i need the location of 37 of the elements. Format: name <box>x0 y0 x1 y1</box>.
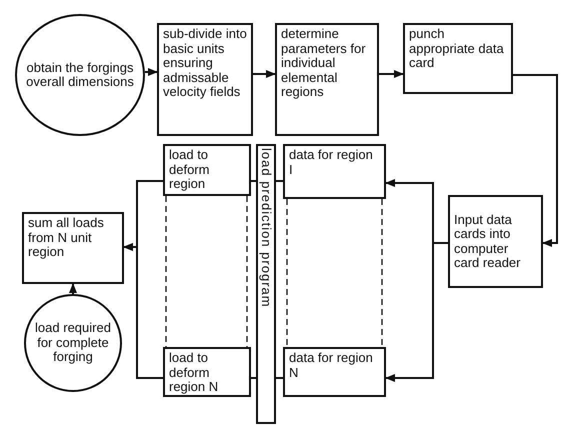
step-text: data for region N <box>289 350 373 380</box>
step-text: punch appropriate data card <box>409 26 504 70</box>
connector-line <box>251 377 256 379</box>
dashed-line <box>381 199 383 347</box>
arrow <box>69 283 77 294</box>
step-text: sub-divide into basic units ensuring admissable velocity fields <box>163 26 247 99</box>
step-text: sum all loads from N unit region <box>28 215 104 259</box>
step-text: load to deform region <box>169 147 210 191</box>
connector-line <box>276 180 283 182</box>
step-text: load required for complete forging <box>34 321 112 365</box>
arrow <box>513 74 558 247</box>
process-box <box>22 212 124 284</box>
connector-line <box>276 377 283 379</box>
step-text: Input data cards into computer card reader <box>454 212 522 270</box>
arrow <box>144 68 158 76</box>
program-bar <box>256 144 276 424</box>
dashed-line <box>286 199 288 347</box>
dashed-line <box>246 196 248 347</box>
process-box <box>275 23 379 136</box>
arrow <box>253 70 276 78</box>
process-box <box>163 347 251 397</box>
step-text: load to deform region N <box>169 350 218 394</box>
vertical-label: load prediction program <box>258 148 274 310</box>
dashed-line <box>165 196 167 347</box>
process-box <box>283 347 386 397</box>
process-box <box>283 144 386 199</box>
step-text: determine parameters for individual elemental regions <box>281 26 366 99</box>
step-text: obtain the forgings overall dimensions <box>25 60 135 90</box>
arrow <box>123 243 163 379</box>
step-text: data for region I <box>289 147 373 176</box>
process-box <box>163 144 251 196</box>
process-box <box>157 23 253 136</box>
connector-line <box>251 180 256 182</box>
arrow <box>385 242 448 382</box>
arrow <box>379 70 404 78</box>
process-box <box>403 23 513 94</box>
process-box <box>448 195 543 288</box>
